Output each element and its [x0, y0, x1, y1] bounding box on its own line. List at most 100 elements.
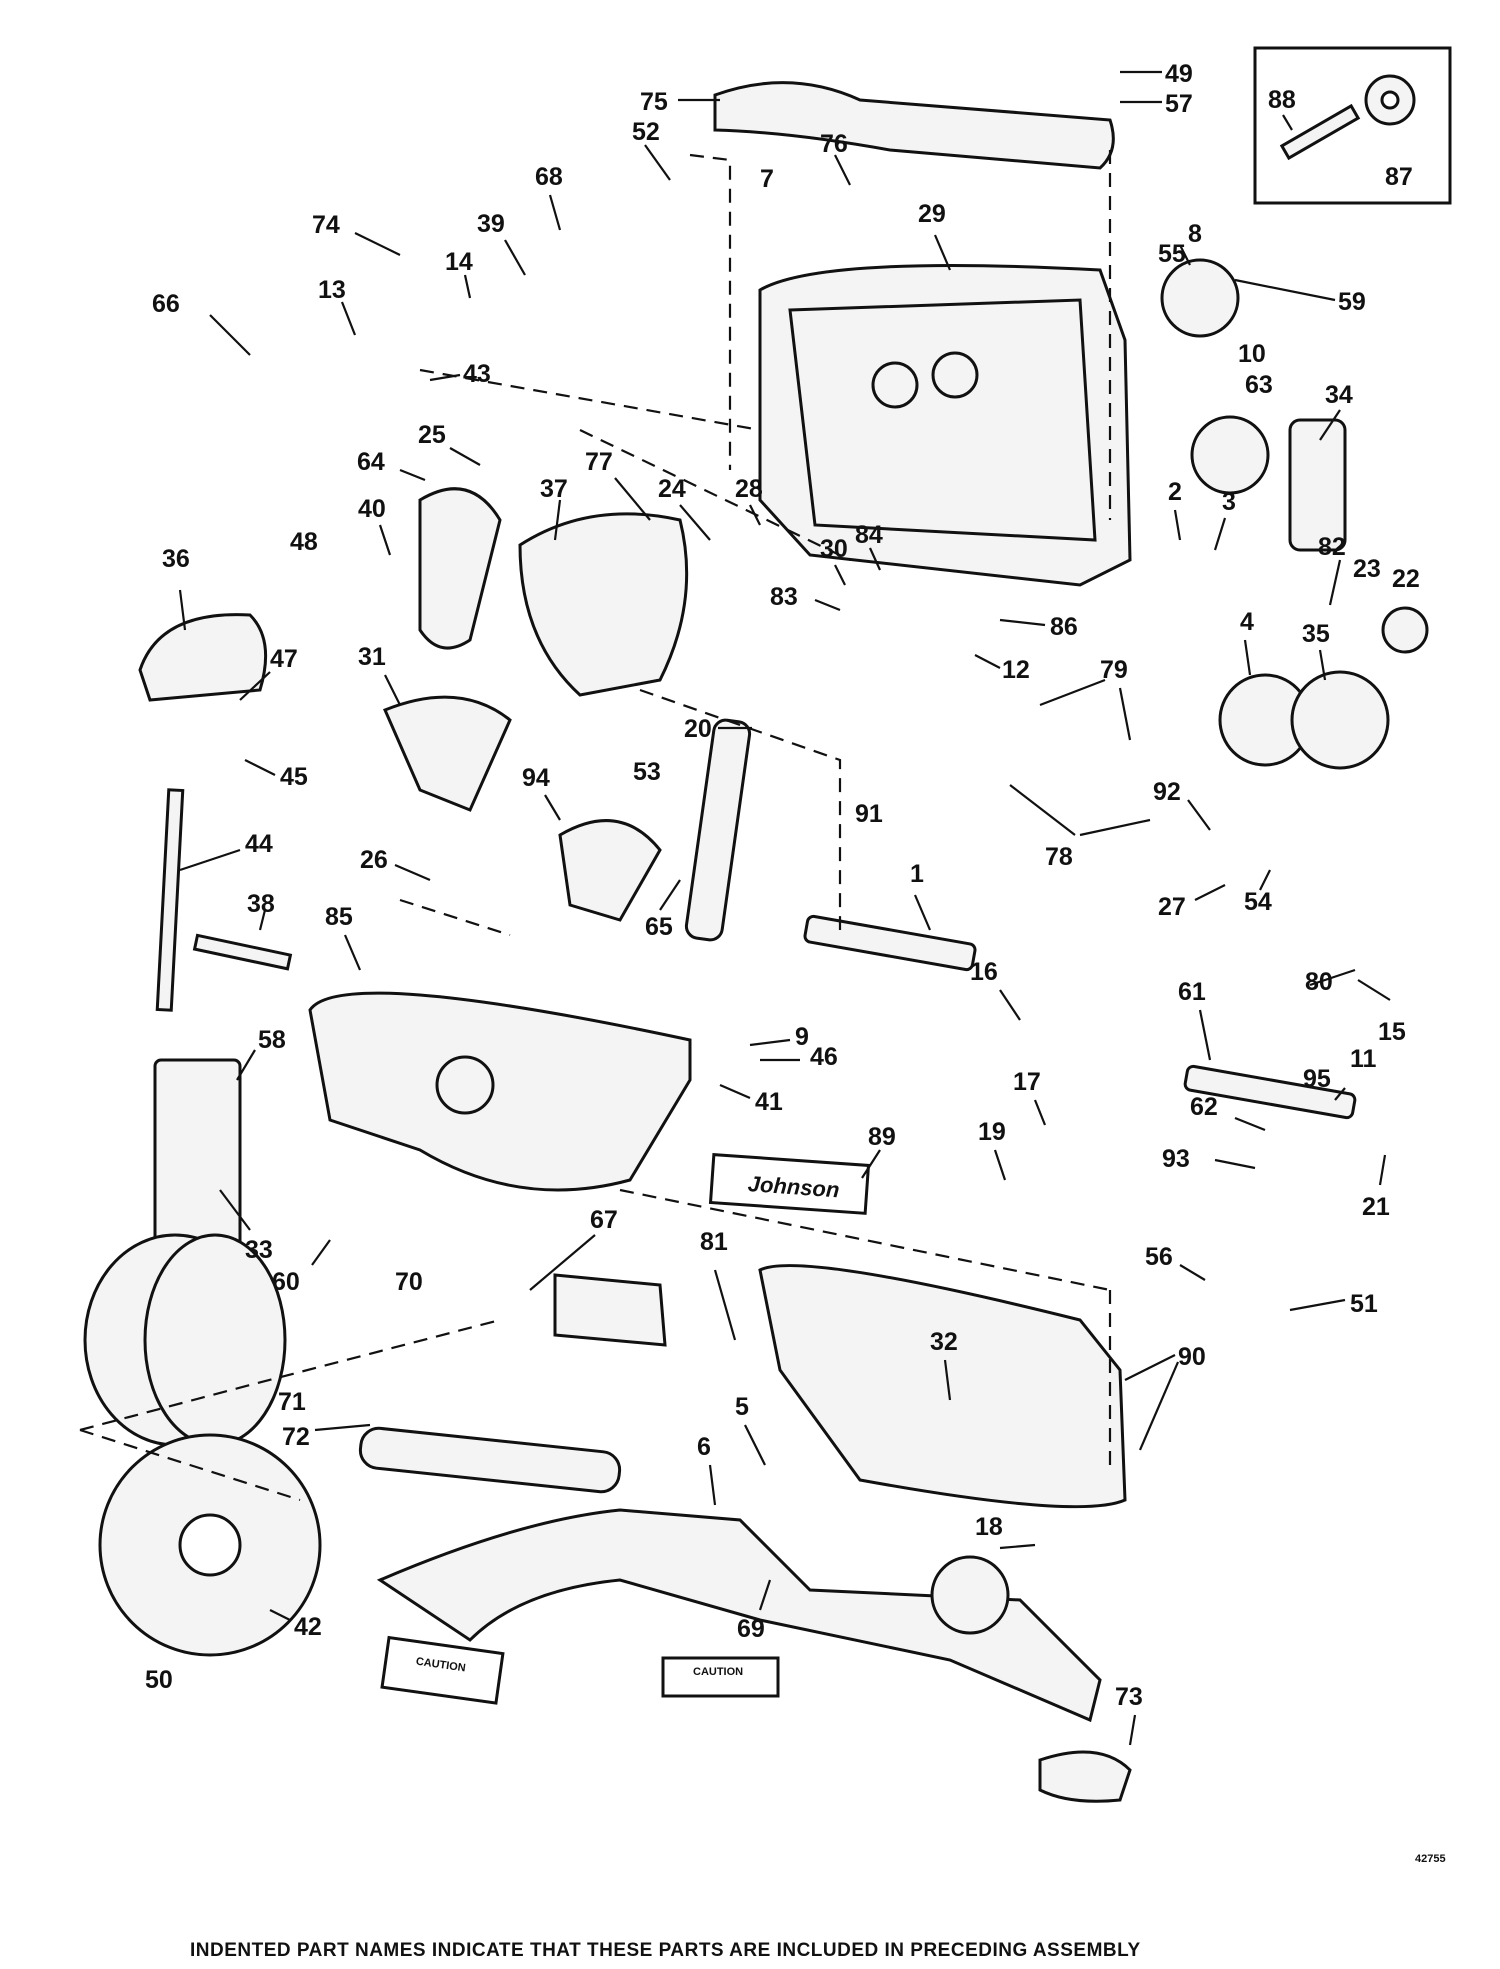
callout-20: 20: [684, 715, 752, 743]
callout-35: 35: [1302, 620, 1330, 681]
callout-11: 11: [1350, 1045, 1377, 1073]
callout-61: 61: [1178, 978, 1212, 1061]
svg-text:13: 13: [318, 276, 346, 304]
spring-38: [192, 933, 293, 971]
callout-47: 47: [239, 645, 298, 701]
top-cover: [713, 81, 1115, 170]
svg-text:15: 15: [1378, 1018, 1406, 1046]
callout-83: 83: [770, 583, 841, 612]
svg-text:47: 47: [270, 645, 298, 673]
callout-43: 43: [429, 360, 491, 388]
callout-32: 32: [930, 1328, 958, 1401]
svg-text:79: 79: [1100, 656, 1128, 684]
dash-line: [79, 1428, 301, 1502]
assembly-lines: [79, 150, 1112, 1502]
svg-text:84: 84: [855, 521, 883, 549]
svg-text:94: 94: [522, 764, 550, 792]
callout-25: 25: [418, 421, 481, 466]
footer-note: INDENTED PART NAMES INDICATE THAT THESE …: [190, 1940, 1141, 1961]
svg-text:72: 72: [282, 1423, 310, 1451]
svg-text:64: 64: [357, 448, 385, 476]
callout-65: 65: [645, 879, 681, 941]
callout-48: 48: [290, 528, 318, 556]
handle-wheel-rim: [143, 1233, 287, 1447]
callout-64: 64: [357, 448, 426, 482]
svg-text:55: 55: [1158, 240, 1186, 268]
svg-text:68: 68: [535, 163, 563, 191]
svg-text:44: 44: [245, 830, 273, 858]
svg-text:10: 10: [1238, 340, 1266, 368]
cover-disc: [1160, 258, 1240, 338]
callout-68: 68: [535, 163, 563, 231]
callout-41: 41: [719, 1083, 783, 1116]
svg-text:2: 2: [1168, 478, 1182, 506]
svg-text:89: 89: [868, 1123, 896, 1151]
callout-81: 81: [700, 1228, 737, 1341]
callout-58: 58: [236, 1026, 286, 1081]
rod-44: [155, 788, 185, 1012]
svg-text:45: 45: [280, 763, 308, 791]
svg-text:57: 57: [1165, 90, 1193, 118]
callout-13: 13: [318, 276, 357, 336]
svg-text:82: 82: [1318, 533, 1346, 561]
callout-80: 80: [1305, 968, 1391, 1001]
svg-text:41: 41: [755, 1088, 783, 1116]
callout-54: 54: [1244, 869, 1272, 916]
drawing-number: 42755: [1415, 1853, 1446, 1865]
caution-label-left: [380, 1635, 505, 1705]
svg-text:3: 3: [1222, 488, 1236, 516]
svg-text:38: 38: [247, 890, 275, 918]
callout-75: 75: [640, 88, 720, 116]
connector-plug: [930, 1555, 1010, 1635]
svg-text:86: 86: [1050, 613, 1078, 641]
callout-89: 89: [861, 1123, 896, 1179]
shaft-61: [1183, 1064, 1357, 1120]
dash-line: [579, 429, 851, 561]
cable-sheath: [358, 1426, 622, 1494]
callout-69: 69: [737, 1579, 772, 1643]
cam-94: [558, 819, 662, 922]
callout-29: 29: [918, 200, 952, 271]
callout-59: 59: [1234, 278, 1366, 316]
cam-plate: [518, 512, 689, 697]
handle-cap: [138, 613, 268, 702]
callout-85: 85: [325, 903, 362, 971]
callout-21: 21: [1362, 1154, 1390, 1221]
svg-text:73: 73: [1115, 1683, 1143, 1711]
svg-text:61: 61: [1178, 978, 1206, 1006]
svg-text:21: 21: [1362, 1193, 1390, 1221]
callout-79: 79: [1039, 656, 1132, 741]
svg-text:62: 62: [1190, 1093, 1218, 1121]
callout-56: 56: [1145, 1243, 1206, 1281]
callout-84: 84: [855, 521, 883, 571]
callout-34: 34: [1319, 381, 1353, 441]
caution-label-right: [661, 1656, 780, 1698]
shaft-1: [803, 914, 977, 972]
callout-87: 87: [1385, 163, 1413, 191]
callout-8: 8: [1188, 220, 1202, 248]
callout-82: 82: [1318, 533, 1346, 606]
callout-1: 1: [910, 860, 932, 931]
svg-text:50: 50: [145, 1666, 173, 1694]
svg-text:4: 4: [1240, 608, 1254, 636]
svg-text:71: 71: [278, 1388, 306, 1416]
svg-text:39: 39: [477, 210, 505, 238]
svg-text:80: 80: [1305, 968, 1333, 996]
svg-text:46: 46: [810, 1043, 838, 1071]
callout-77: 77: [585, 448, 651, 521]
callout-16: 16: [970, 958, 1021, 1021]
callout-91: 91: [855, 800, 883, 828]
svg-text:19: 19: [978, 1118, 1006, 1146]
throttle-arm: [684, 718, 752, 942]
callout-4: 4: [1240, 608, 1254, 676]
svg-text:95: 95: [1303, 1065, 1331, 1093]
svg-text:24: 24: [658, 475, 686, 503]
svg-text:5: 5: [735, 1393, 749, 1421]
callout-15: 15: [1378, 1018, 1406, 1046]
callout-7: 7: [760, 165, 774, 193]
callout-30: 30: [820, 535, 848, 586]
svg-text:48: 48: [290, 528, 318, 556]
svg-text:81: 81: [700, 1228, 728, 1256]
svg-text:14: 14: [445, 248, 473, 276]
